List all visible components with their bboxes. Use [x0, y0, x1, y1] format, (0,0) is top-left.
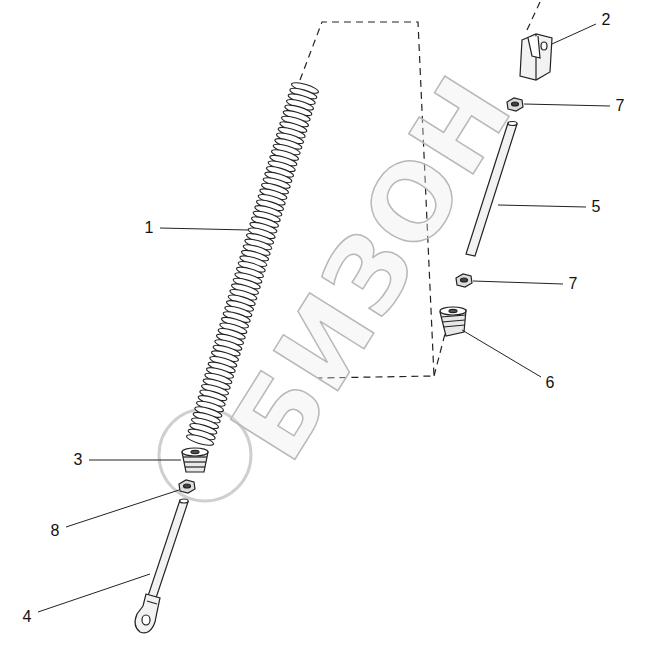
callout-number: 8 [49, 522, 62, 540]
dashed-link [527, 2, 540, 30]
leader-line [89, 460, 181, 461]
leader-line [160, 228, 248, 230]
parts [135, 34, 552, 633]
eye-rod [135, 499, 188, 633]
callout-number: 7 [567, 275, 580, 293]
leader-line [498, 205, 586, 207]
leader-line [66, 490, 179, 527]
callout-number: 1 [143, 219, 156, 237]
callout-number: 3 [72, 451, 85, 469]
leader-line [552, 24, 596, 44]
spring-plug [182, 448, 208, 472]
spring-coil [186, 433, 215, 448]
leader-line [473, 281, 563, 284]
leader-lines [38, 24, 610, 612]
dashed-link [434, 330, 446, 376]
leader-line [524, 104, 610, 106]
callout-number: 7 [614, 97, 627, 115]
callout-number: 4 [21, 608, 34, 626]
spring-plug [440, 307, 466, 336]
callout-number: 5 [590, 198, 603, 216]
clevis-bracket [520, 34, 552, 80]
nut [179, 480, 195, 493]
nut [456, 274, 472, 287]
callout-number: 2 [600, 11, 613, 29]
callout-number: 6 [544, 374, 557, 392]
leader-line [38, 574, 150, 612]
leader-line [462, 330, 541, 377]
